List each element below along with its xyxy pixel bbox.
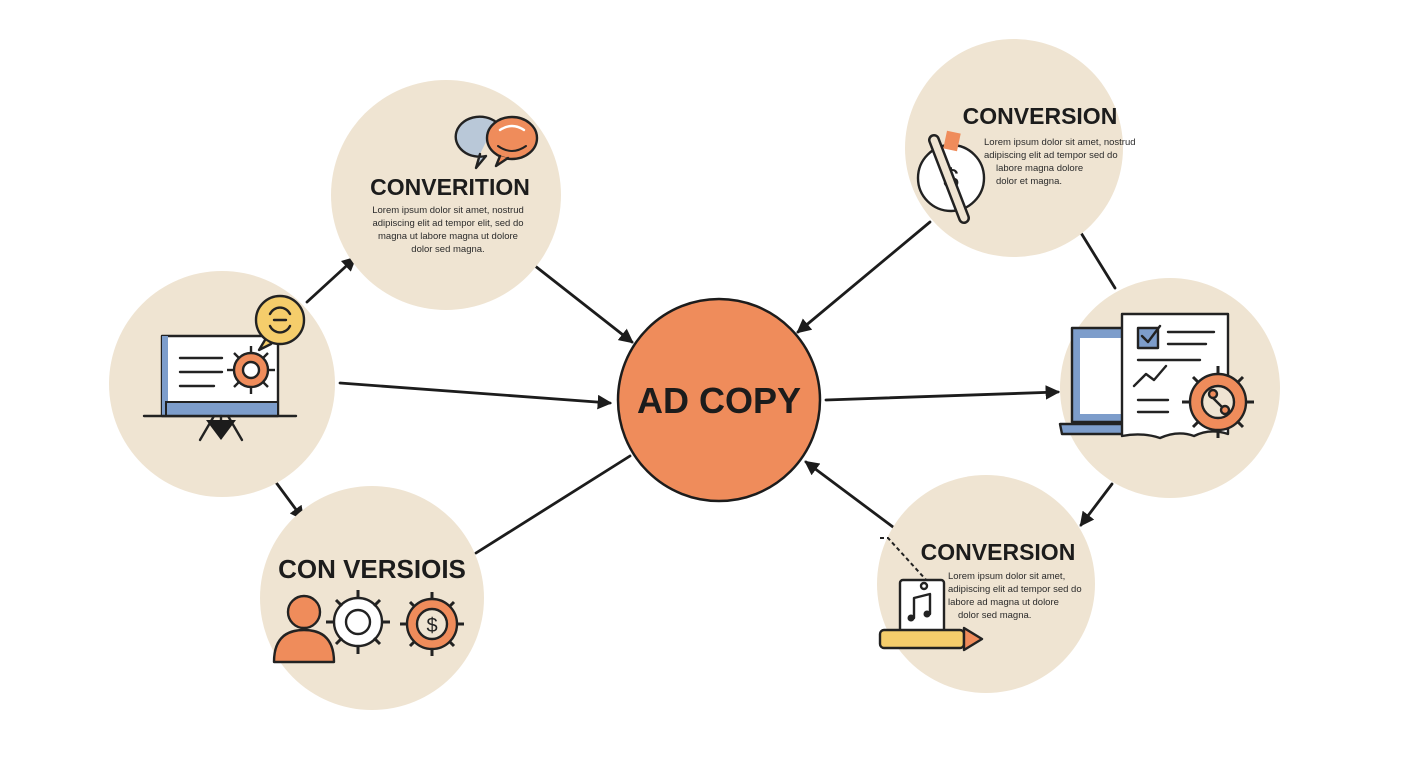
node-top-left-body-line: magna ut labore magna ut dolore <box>378 231 518 242</box>
node-top-right-title: CONVERSION <box>963 103 1118 129</box>
arrow-bottom-right-to-center <box>804 460 895 529</box>
center-node: AD COPY <box>616 297 822 503</box>
arrow-center-to-right <box>824 385 1061 402</box>
center-label: AD COPY <box>637 380 801 421</box>
node-bottom-right-body-line: adipiscing elit ad tempor sed do <box>948 584 1082 595</box>
node-top-left-title: CONVERITION <box>370 174 530 200</box>
node-top-right-body-line: adipiscing elit ad tempor sed do <box>984 150 1118 161</box>
node-top-left-body-line: dolor sed magna. <box>411 244 484 255</box>
line-bottom-left-to-center <box>474 454 632 555</box>
person-gears-icon: $ <box>272 590 464 664</box>
center-circle <box>616 297 822 503</box>
node-top-right-body-line: labore magna dolore <box>996 163 1083 174</box>
speech-bubbles-icon <box>454 115 539 170</box>
node-bottom-right-body-line: dolor sed magna. <box>958 610 1031 621</box>
node-top-left-body-line: Lorem ipsum dolor sit amet, nostrud <box>372 205 524 216</box>
music-tag-pencil-icon <box>878 537 984 652</box>
line-top-right-to-right <box>1076 226 1117 290</box>
arrow-right-to-bottom-right <box>1079 482 1114 527</box>
arrow-left-to-center <box>338 381 613 410</box>
node-bottom-right-body-line: Lorem ipsum dolor sit amet, <box>948 571 1065 582</box>
node-bottom-left-title: CON VERSIOIS <box>278 554 466 584</box>
svg-text:$: $ <box>426 615 437 637</box>
node-top-right-body-line: dolor et magna. <box>996 176 1062 187</box>
arrow-left-to-bottom-left <box>270 475 305 521</box>
node-bottom-right-body-line: labore ad magna ut dolore <box>948 597 1059 608</box>
connectors <box>270 220 1117 555</box>
node-top-right-body-line: Lorem ipsum dolor sit amet, nostrud <box>984 137 1136 148</box>
presentation-screen-icon <box>142 294 306 442</box>
node-bottom-left <box>260 486 484 710</box>
arrow-top-right-to-center <box>796 220 932 334</box>
arrow-top-left-to-center <box>528 260 634 344</box>
dollar-tag-icon: $ <box>916 130 986 224</box>
arrow-left-to-top-left <box>305 256 357 304</box>
node-bottom-right-title: CONVERSION <box>921 539 1076 565</box>
node-top-left-body-line: adipiscing elit ad tempor elit, sed do <box>372 218 523 229</box>
laptop-report-gear-icon <box>1058 312 1254 440</box>
